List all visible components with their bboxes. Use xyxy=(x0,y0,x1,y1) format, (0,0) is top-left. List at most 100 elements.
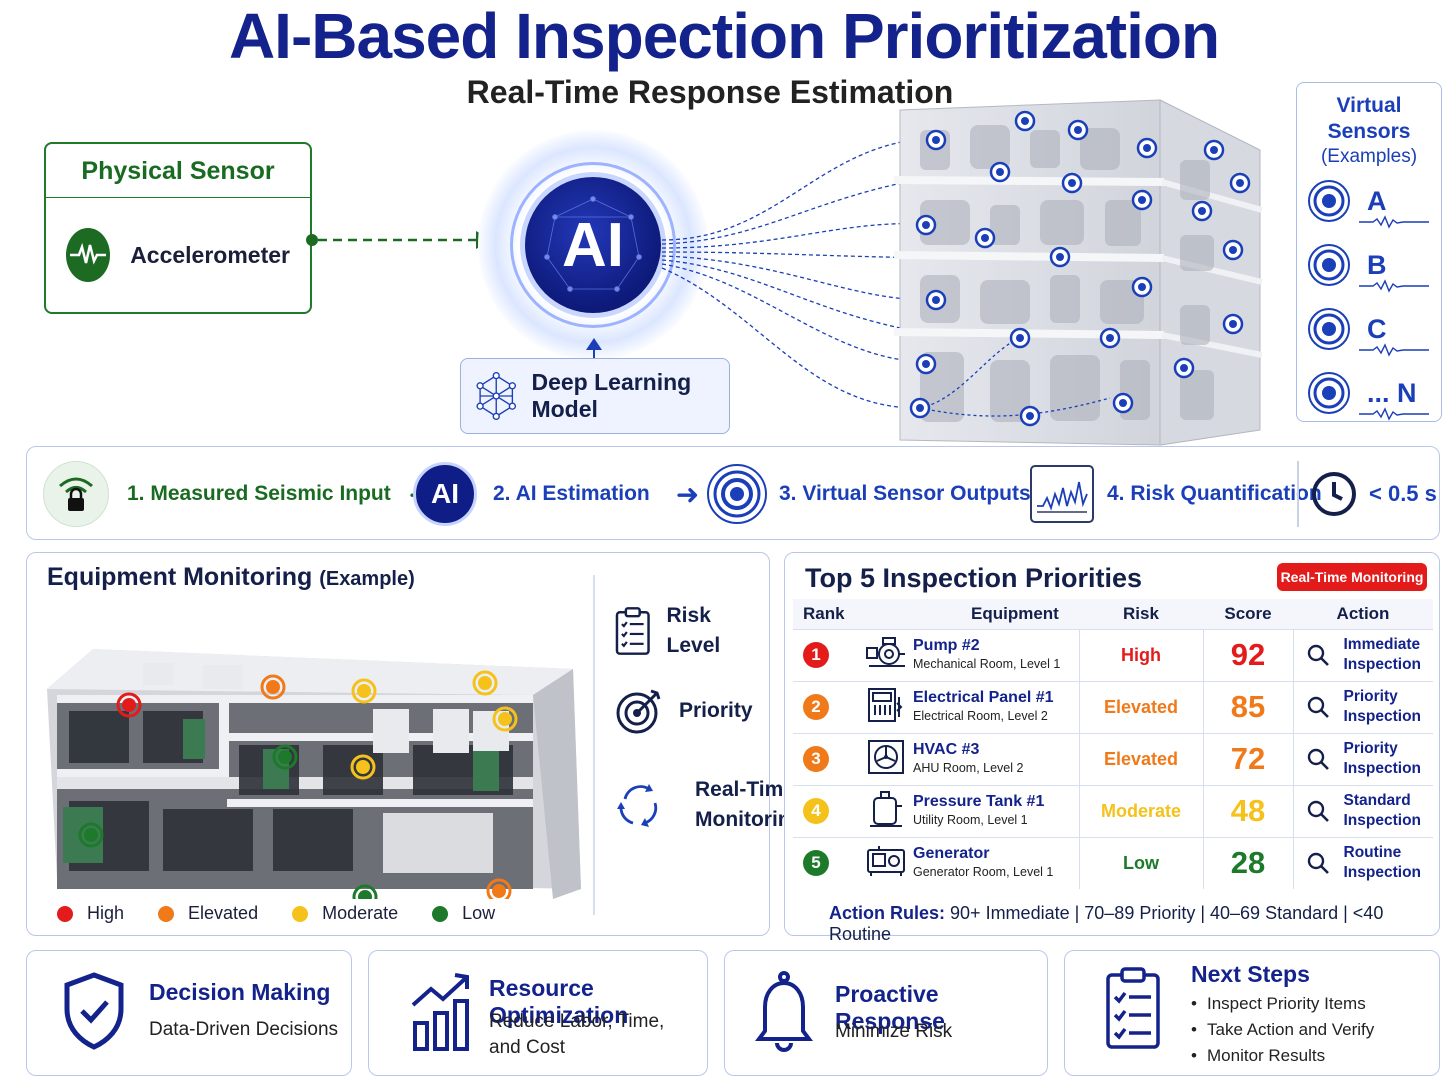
virtual-sensors-subtitle: (Examples) xyxy=(1320,146,1418,167)
bar-chart-growth-icon xyxy=(411,973,469,1051)
equipment-name: Pressure Tank #1 xyxy=(913,793,1045,810)
legend-label: Moderate xyxy=(322,903,399,923)
flow-time: < 0.5 s xyxy=(1311,447,1437,541)
neural-network-icon xyxy=(476,371,517,421)
divider xyxy=(1297,461,1299,527)
ai-ring xyxy=(510,162,676,328)
risk-score: 28 xyxy=(1202,836,1293,889)
accelerometer-label: Accelerometer xyxy=(130,241,290,268)
response-time: < 0.5 s xyxy=(1369,481,1437,506)
legend-dot xyxy=(158,905,175,922)
signal-wave-icon xyxy=(1359,343,1429,357)
clock-icon xyxy=(1312,472,1356,516)
sensor-target-icon xyxy=(1308,244,1350,286)
search-icon xyxy=(1307,696,1329,718)
equipment-name: Generator xyxy=(913,845,990,863)
risk-level: Elevated xyxy=(1078,732,1203,785)
card-title: Resource Optimization xyxy=(489,975,629,1028)
electrical-panel-icon xyxy=(866,687,906,727)
clipboard-checklist-icon xyxy=(1106,967,1160,1049)
list-item: Inspect Priority Items xyxy=(1191,991,1374,1017)
search-icon xyxy=(1307,800,1329,822)
priorities-title: Top 5 Inspection Priorities xyxy=(805,563,1143,593)
rank-badge: 2 xyxy=(803,694,829,720)
card-resource-optimization: Resource Optimization Reduce Labor, Time… xyxy=(368,950,708,1076)
list-item: Monitor Results xyxy=(1191,1043,1374,1069)
pump-icon xyxy=(865,636,907,674)
action-label: Inspection xyxy=(1343,656,1422,673)
virtual-sensor-markers xyxy=(909,110,1251,427)
rank-badge: 5 xyxy=(803,850,829,877)
legend-dot xyxy=(292,905,309,922)
page-subtitle: Real-Time Response Estimation xyxy=(466,74,954,110)
pressure-tank-icon xyxy=(866,790,906,832)
card-decision-making: Decision Making Data-Driven Decisions xyxy=(26,950,352,1076)
checklist-icon xyxy=(615,607,650,655)
flow-step-2-label: 2. AI Estimation xyxy=(493,482,650,505)
rank-badge: 3 xyxy=(803,746,829,772)
action-label: Priority xyxy=(1343,740,1398,757)
virtual-sensor-label: C xyxy=(1367,313,1387,344)
deep-learning-model-label: Deep Learning Model xyxy=(531,369,692,422)
legend-dot xyxy=(432,905,449,922)
card-title: Proactive Response xyxy=(835,981,945,1034)
flow-step-4: 4. Risk Quantification xyxy=(1029,447,1322,541)
action-label: Inspection xyxy=(1343,864,1422,882)
legend-label: Elevated xyxy=(188,903,259,923)
column-header: Equipment xyxy=(859,599,1079,629)
flow-step-1: 1. Measured Seismic Input ➜ xyxy=(43,447,432,541)
ai-label: AI xyxy=(562,210,624,280)
legend-label: High xyxy=(87,903,125,923)
virtual-sensor-item: B xyxy=(1297,233,1441,297)
virtual-sensor-item: C xyxy=(1297,297,1441,361)
sensor-to-ai-arrow xyxy=(306,231,492,249)
search-icon xyxy=(1307,748,1329,770)
virtual-sensor-label: A xyxy=(1367,185,1387,216)
action-rules: Action Rules: 90+ Immediate | 70–89 Prio… xyxy=(829,903,1384,944)
action-label: Standard xyxy=(1343,792,1411,809)
risk-score: 48 xyxy=(1202,784,1293,837)
heartbeat-icon xyxy=(66,228,111,282)
virtual-sensor-item: A xyxy=(1297,169,1441,233)
flow-step-1-label: 1. Measured Seismic Input xyxy=(127,482,391,505)
column-header: Risk xyxy=(1079,599,1203,629)
bell-icon xyxy=(755,971,813,1052)
signal-wave-icon xyxy=(1359,407,1429,421)
action-label: Immediate xyxy=(1343,636,1421,653)
legend-dot xyxy=(57,905,73,922)
target-icon xyxy=(707,464,767,524)
action-label: Priority xyxy=(1343,688,1398,705)
legend-item: Elevated xyxy=(158,903,258,924)
risk-score: 72 xyxy=(1202,732,1293,785)
flow-step-3-label: 3. Virtual Sensor Outputs xyxy=(779,482,1031,505)
card-text: Data-Driven Decisions xyxy=(149,1019,339,1040)
column-header: Score xyxy=(1203,599,1293,629)
virtual-sensor-label: ... N xyxy=(1367,377,1417,408)
ai-to-building-links xyxy=(661,137,960,409)
next-steps-list: Inspect Priority Items Take Action and V… xyxy=(1191,991,1374,1069)
card-text: Reduce Labor, Time,and Cost xyxy=(489,1011,665,1058)
equipment-location: Utility Room, Level 1 xyxy=(913,813,1028,827)
risk-level: Low xyxy=(1078,836,1203,889)
flow-step-2: AI 2. AI Estimation ➜ xyxy=(413,447,699,541)
sensor-target-icon xyxy=(1308,308,1350,350)
card-title: Decision Making xyxy=(149,979,331,1005)
risk-level: High xyxy=(1078,628,1203,681)
side-item-risk-level: Risk Level xyxy=(615,601,769,661)
equipment-name: Electrical Panel #1 xyxy=(913,689,1054,706)
generator-icon xyxy=(865,845,907,882)
real-time-badge: Real-Time Monitoring xyxy=(1277,563,1427,591)
